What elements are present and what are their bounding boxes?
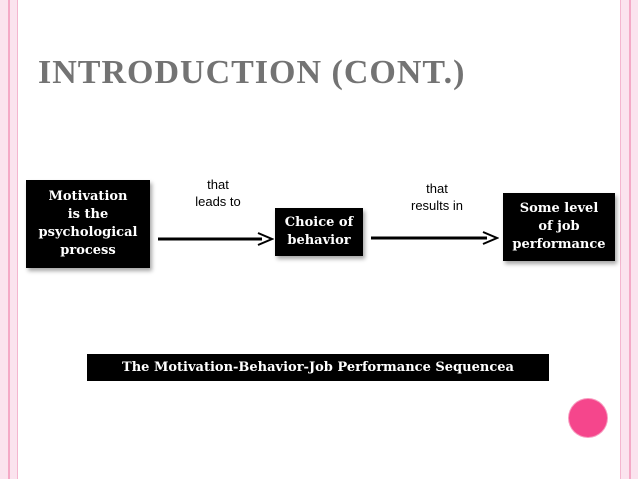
node-choice-of-behavior-label: Choice of behavior	[284, 215, 354, 248]
arrow-behavior-to-performance	[371, 231, 499, 245]
node-job-performance-label: Some level of job performance	[512, 201, 606, 252]
node-motivation-label: Motivation is the psychological process	[38, 189, 138, 258]
connector-label-results-in: that results in	[410, 181, 464, 213]
arrow-motivation-to-behavior	[158, 232, 274, 246]
connector-label-leads-to: that leads to	[195, 177, 241, 209]
node-motivation: Motivation is the psychological process	[26, 180, 150, 268]
left-decorative-stripe	[0, 0, 18, 479]
node-choice-of-behavior: Choice of behavior	[275, 208, 363, 256]
slide-title: INTRODUCTION (CONT.)	[38, 54, 466, 91]
right-decorative-stripe	[620, 0, 638, 479]
pink-circle-decoration	[569, 399, 607, 437]
diagram-caption: The Motivation-Behavior-Job Performance …	[87, 354, 549, 381]
node-job-performance: Some level of job performance	[503, 193, 615, 261]
